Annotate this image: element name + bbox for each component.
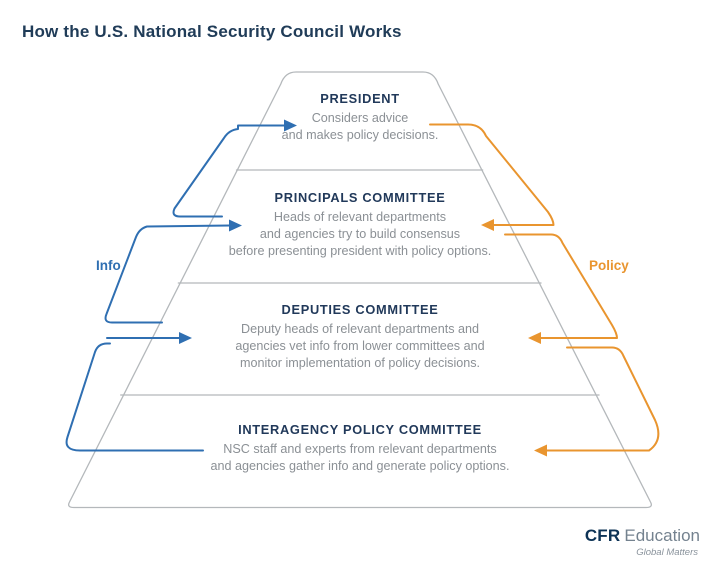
tier-interagency-title: INTERAGENCY POLICY COMMITTEE: [238, 422, 482, 437]
policy-line-principals-to-deputies: [504, 233, 618, 339]
logo-brand-bold: CFR: [584, 526, 621, 545]
policy-arrowheads: [481, 219, 547, 457]
tier-deputies-title: DEPUTIES COMMITTEE: [281, 302, 439, 317]
page-title: How the U.S. National Security Council W…: [22, 22, 402, 41]
tier-principals-desc-line: Heads of relevant departments: [273, 210, 447, 224]
tier-deputies-desc-line: agencies vet info from lower committees …: [235, 339, 485, 353]
policy-arrowhead-deputies: [528, 332, 541, 344]
info-flow-label: Info: [96, 258, 121, 273]
logo-tagline: Global Matters: [636, 547, 698, 558]
policy-line-deputies-to-ipc: [546, 346, 660, 452]
info-line-deputies-to-principals: [104, 224, 231, 324]
tier-principals-desc-line: before presenting president with policy …: [228, 244, 492, 258]
policy-flow-lines: [429, 123, 660, 452]
info-line-ipc-to-deputies: [65, 337, 204, 452]
tier-president-desc-line: Considers advice: [311, 111, 409, 125]
tier-president-desc-line: and makes policy decisions.: [281, 128, 439, 142]
policy-line-president-to-principals: [429, 123, 555, 226]
tier-deputies-desc-line: monitor implementation of policy decisio…: [239, 356, 481, 370]
info-arrowhead-principals: [229, 219, 242, 232]
tier-principals-title: PRINCIPALS COMMITTEE: [274, 190, 446, 205]
tier-interagency-desc-line: and agencies gather info and generate po…: [210, 459, 510, 473]
logo-brand-regular: Education: [624, 526, 700, 545]
tier-deputies-committee: DEPUTIES COMMITTEE Deputy heads of relev…: [110, 302, 610, 372]
pyramid-outline: [68, 71, 652, 509]
tier-president-title: PRESIDENT: [320, 91, 400, 106]
tier-principals-committee: PRINCIPALS COMMITTEE Heads of relevant d…: [110, 190, 610, 260]
info-arrowheads: [179, 119, 297, 344]
info-arrowhead-deputies: [179, 332, 192, 344]
tier-interagency-policy-committee: INTERAGENCY POLICY COMMITTEE NSC staff a…: [110, 422, 610, 475]
policy-arrowhead-principals: [481, 219, 494, 231]
tier-president: PRESIDENT Considers advice and makes pol…: [110, 91, 610, 144]
info-arrowhead-president: [284, 119, 297, 132]
policy-arrowhead-ipc: [534, 444, 547, 457]
info-line-principals-to-president: [172, 124, 286, 218]
tier-interagency-desc-line: NSC staff and experts from relevant depa…: [223, 442, 497, 456]
info-flow-lines: [65, 124, 286, 452]
tier-principals-desc-line: and agencies try to build consensus: [259, 227, 461, 241]
policy-flow-label: Policy: [589, 258, 629, 273]
pyramid-trapezoid: [68, 71, 652, 509]
tier-deputies-desc-line: Deputy heads of relevant departments and: [240, 322, 480, 336]
